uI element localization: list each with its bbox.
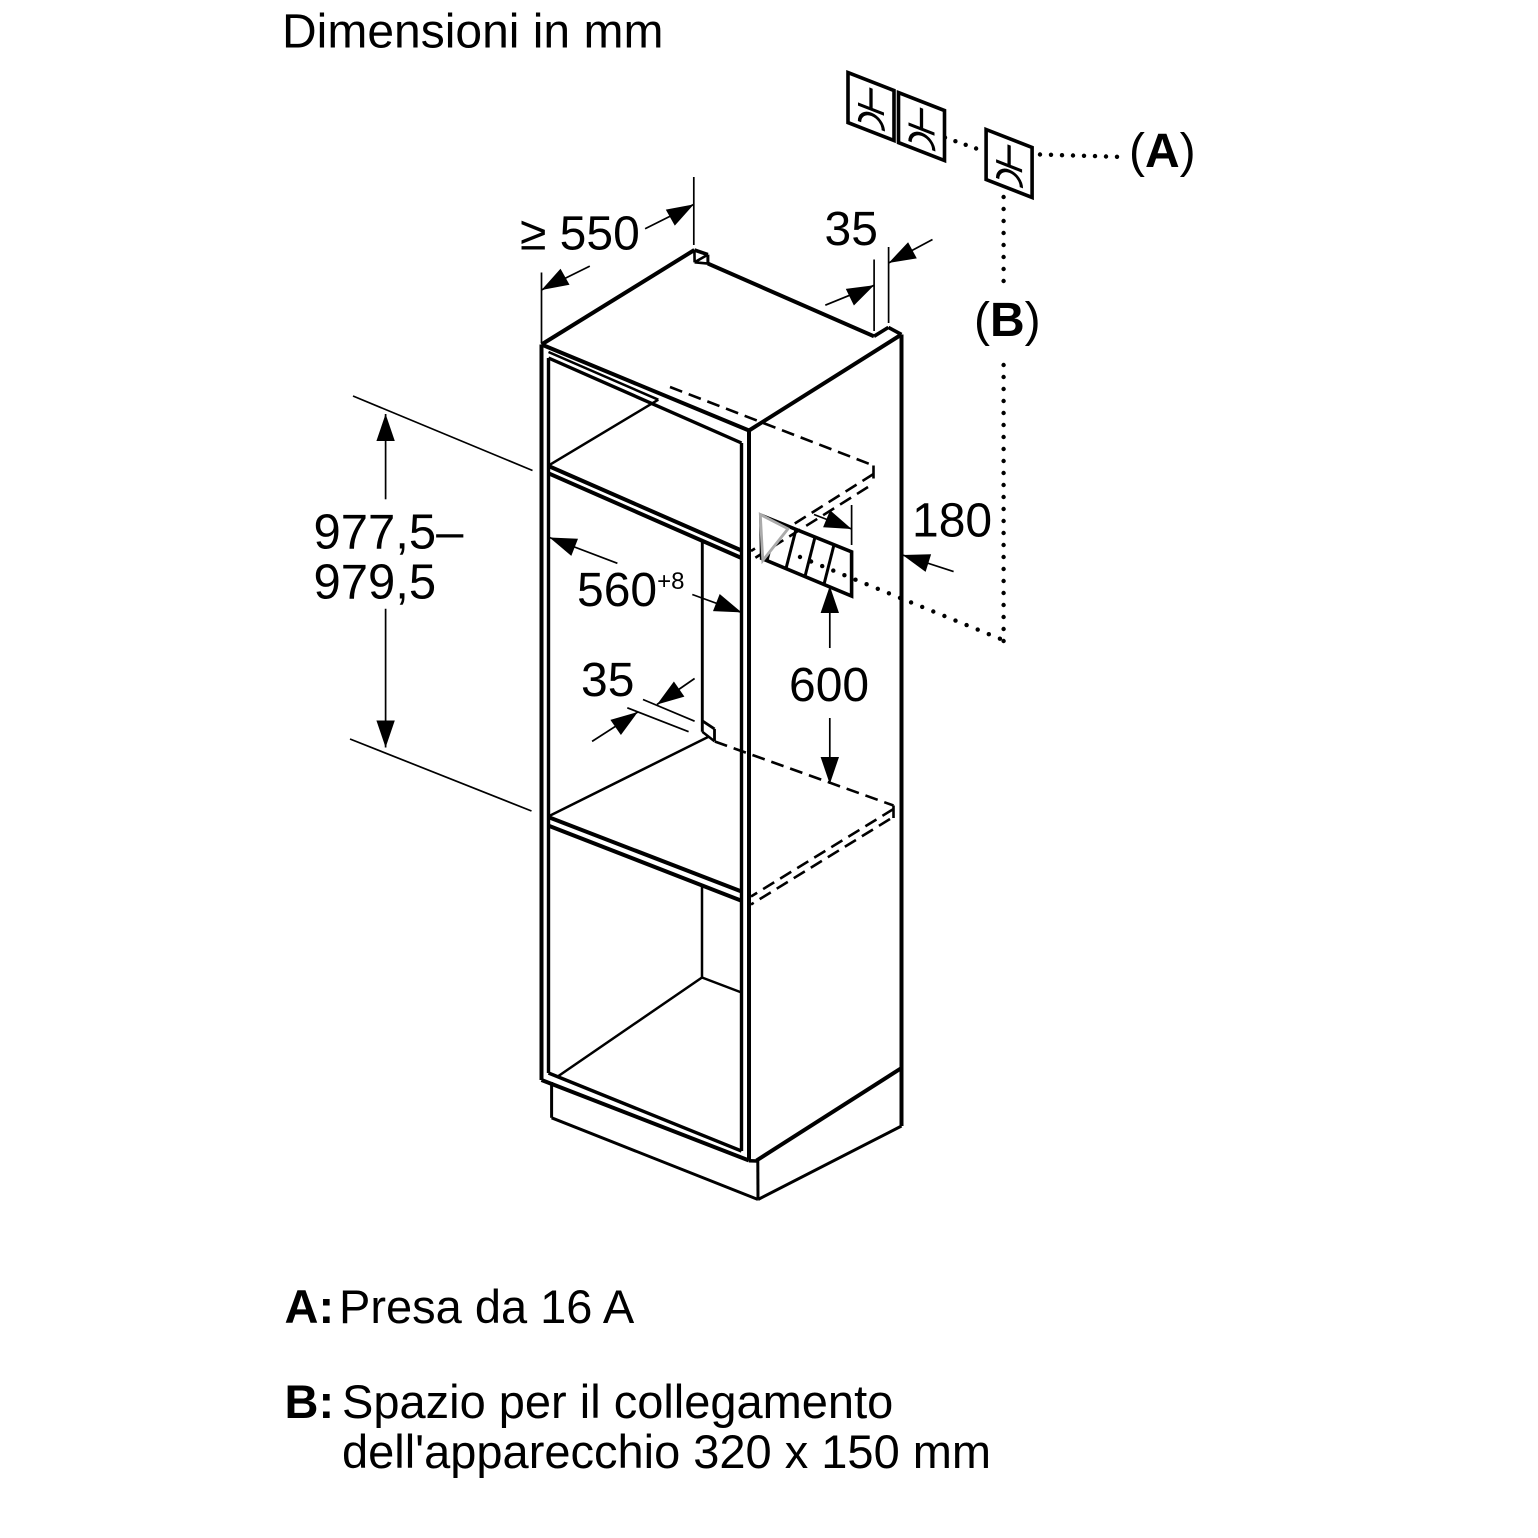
svg-text:A:: A: (285, 1280, 335, 1333)
svg-text:Presa da 16 A: Presa da 16 A (339, 1280, 635, 1333)
svg-text:(A): (A) (1129, 125, 1196, 178)
svg-text:(B): (B) (974, 294, 1041, 347)
svg-text:180: 180 (912, 495, 992, 548)
svg-text:B:: B: (285, 1375, 335, 1428)
svg-text:≥ 550: ≥ 550 (520, 208, 640, 261)
svg-text:dell'apparecchio 320 x 150 mm: dell'apparecchio 320 x 150 mm (342, 1425, 991, 1478)
svg-text:979,5: 979,5 (314, 556, 437, 610)
svg-text:Spazio per il collegamento: Spazio per il collegamento (342, 1375, 893, 1428)
svg-text:35: 35 (825, 203, 878, 256)
svg-text:35: 35 (581, 654, 634, 707)
svg-text:977,5–: 977,5– (314, 506, 465, 560)
svg-text:600: 600 (789, 659, 869, 712)
svg-text:Dimensioni in mm: Dimensioni in mm (282, 6, 663, 59)
